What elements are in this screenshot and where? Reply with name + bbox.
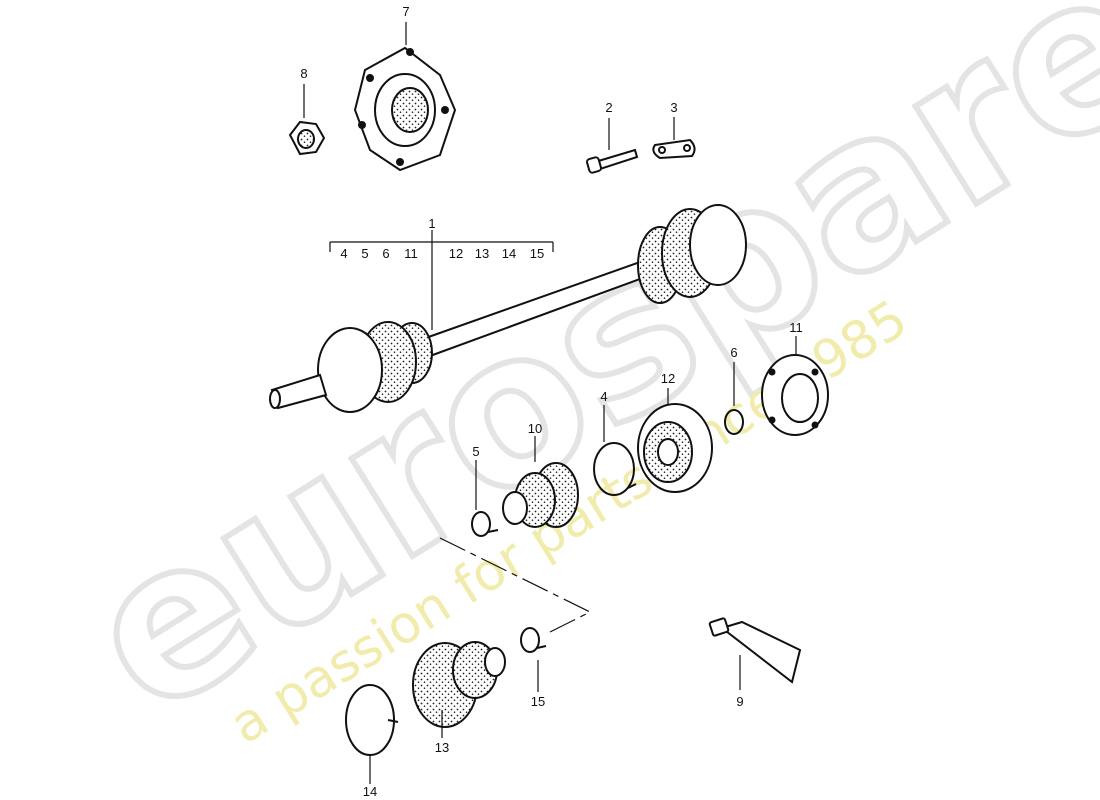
flange-part-7[interactable]	[353, 46, 457, 172]
callout-2: 2	[605, 100, 612, 115]
bracket-item-1: 5	[361, 246, 368, 261]
callout-3: 3	[670, 100, 677, 115]
bracket-item-4: 12	[449, 246, 463, 261]
callout-7: 7	[402, 4, 409, 19]
callout-10: 10	[528, 421, 542, 436]
clamp-part-14[interactable]	[345, 684, 399, 756]
bracket-item-5: 13	[475, 246, 489, 261]
callout-5: 5	[472, 444, 479, 459]
alternative-bracket	[439, 537, 592, 633]
callout-4: 4	[600, 389, 607, 404]
callout-15: 15	[531, 694, 545, 709]
drive-shaft-part-1[interactable]	[269, 204, 747, 413]
callout-14: 14	[363, 784, 377, 799]
bracket-item-7: 15	[530, 246, 544, 261]
cv-joint-part-12[interactable]	[637, 403, 713, 493]
watermark: eurospares a passion for parts since 198…	[44, 0, 1100, 765]
watermark-brand: eurospares	[47, 0, 1100, 762]
small-clamp-part-5[interactable]	[471, 511, 499, 537]
boot-part-10[interactable]	[502, 462, 579, 528]
bracket-item-3: 11	[404, 246, 418, 261]
callout-12: 12	[661, 371, 675, 386]
small-clamp-part-15[interactable]	[520, 627, 547, 653]
grease-tube-part-9[interactable]	[708, 617, 802, 684]
nut-part-8[interactable]	[288, 120, 326, 156]
callout-labels: 7 8 2 3 1 4 5 6 11 12 13 14 15 11 6 12 4…	[300, 4, 802, 799]
bracket-item-0: 4	[340, 246, 347, 261]
callout-6: 6	[730, 345, 737, 360]
callout-11: 11	[789, 320, 803, 335]
bolt-part-2[interactable]	[586, 148, 639, 174]
bracket-item-2: 6	[382, 246, 389, 261]
bracket-item-6: 14	[502, 246, 516, 261]
callout-13: 13	[435, 740, 449, 755]
assembly-bracket	[329, 230, 554, 330]
callout-8: 8	[300, 66, 307, 81]
callout-1: 1	[428, 216, 435, 231]
callout-9: 9	[736, 694, 743, 709]
boot-part-13[interactable]	[412, 641, 506, 728]
circlip-part-6[interactable]	[724, 409, 744, 435]
lock-plate-part-3[interactable]	[652, 138, 696, 160]
clamp-part-4[interactable]	[593, 442, 637, 496]
cover-plate-part-11[interactable]	[761, 354, 829, 436]
